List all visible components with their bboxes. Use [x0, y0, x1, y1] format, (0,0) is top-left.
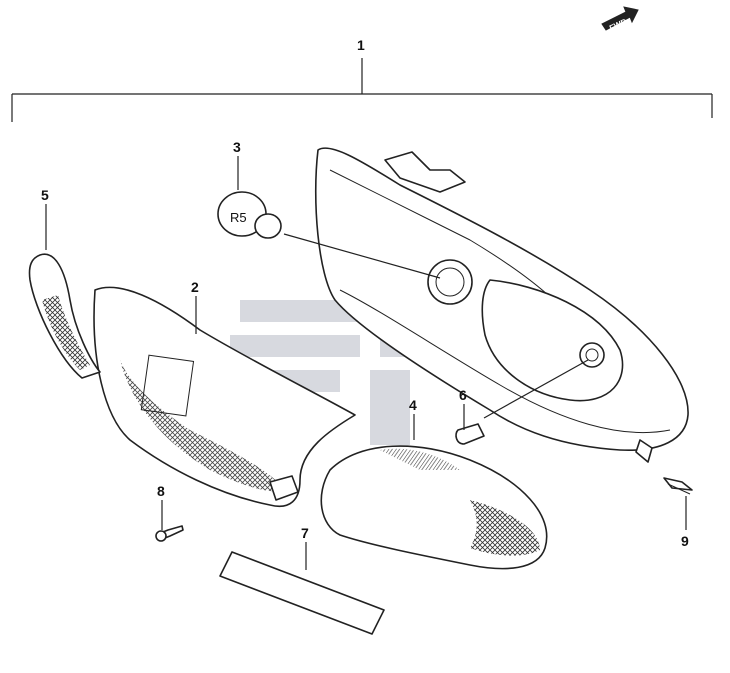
callout-4: 4: [409, 397, 417, 413]
callout-8: 8: [157, 483, 165, 499]
cushion-pad: [219, 551, 385, 635]
clip: [663, 477, 693, 495]
headlight-bulb: R5: [217, 191, 282, 239]
callout-9: 9: [681, 533, 689, 549]
side-reflector: [28, 253, 101, 379]
callouts: 1 2 3 4 5 6 7 8 9: [41, 37, 689, 549]
callout-2: 2: [191, 279, 199, 295]
bulb-marking: R5: [230, 210, 247, 225]
headlight-housing: [314, 147, 689, 463]
callout-6: 6: [459, 387, 467, 403]
front-cover: [93, 286, 356, 507]
callout-1: 1: [357, 37, 365, 53]
callout-3: 3: [233, 139, 241, 155]
leader-lines: [45, 156, 687, 570]
fwd-arrow: FWD: [601, 6, 639, 33]
callout-7: 7: [301, 525, 309, 541]
turn-signal-lens: [320, 445, 548, 570]
callout-5: 5: [41, 187, 49, 203]
assembly-bracket: [11, 58, 713, 122]
screw: [155, 525, 184, 542]
position-bulb: [455, 423, 485, 445]
